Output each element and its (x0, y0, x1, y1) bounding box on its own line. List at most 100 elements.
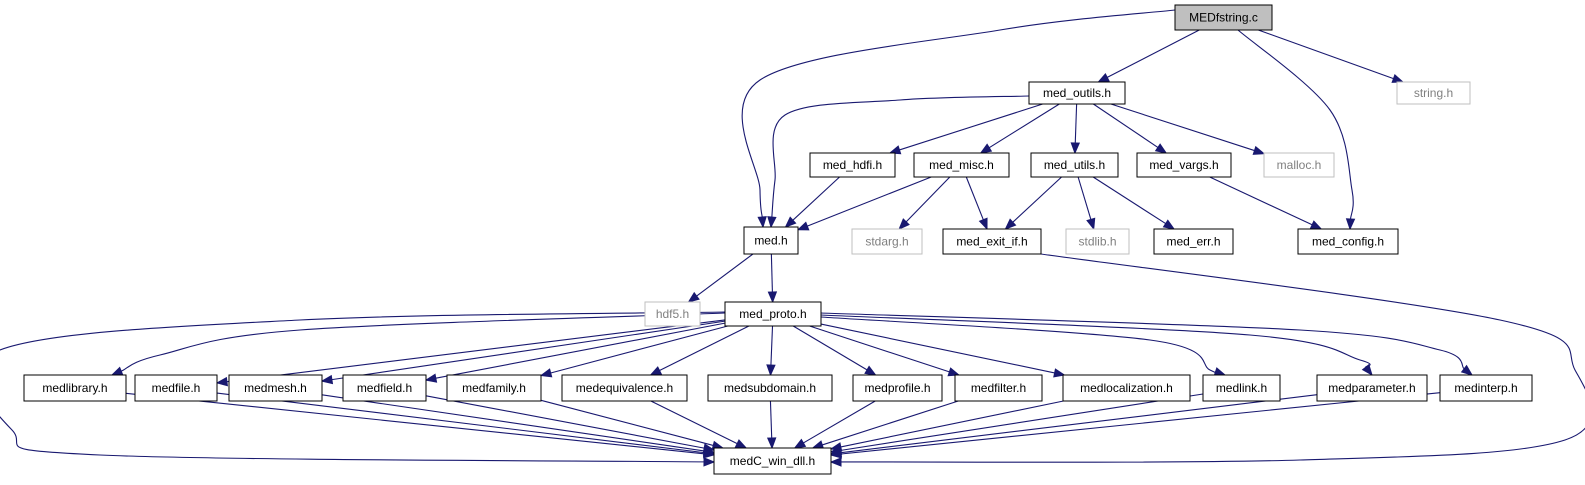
edge-line (331, 320, 726, 381)
edge-med_misc-to-med_exit_if (965, 176, 988, 231)
node-medfamily[interactable]: medfamily.h (446, 374, 542, 402)
node-medlibrary[interactable]: medlibrary.h (23, 374, 127, 402)
node-medinterp[interactable]: medinterp.h (1439, 374, 1533, 402)
edge-arrowhead (829, 457, 842, 467)
edge-line (1012, 176, 1062, 223)
edge-medmesh-to-medC_win_dll (321, 394, 716, 456)
node-label: medparameter.h (1328, 381, 1415, 395)
edge-arrowhead (703, 457, 716, 467)
node-med-outils[interactable]: med_outils.h (1028, 81, 1126, 105)
node-med-config[interactable]: med_config.h (1297, 228, 1399, 255)
edge-line (809, 325, 950, 373)
edge-medprofile-to-medC_win_dll (793, 400, 876, 449)
edge-arrowhead (1309, 220, 1323, 230)
node-box (942, 228, 1042, 255)
edge-arrowhead (1391, 73, 1405, 83)
node-label: med.h (754, 234, 787, 248)
node-box (228, 374, 323, 402)
node-medfstring[interactable]: MEDfstring.c (1174, 4, 1273, 31)
node-label: medfilter.h (971, 381, 1026, 395)
node-box (1030, 152, 1119, 178)
edge-med_proto-to-medlibrary (110, 312, 726, 376)
node-medlocalization[interactable]: medlocalization.h (1062, 374, 1191, 402)
node-box (1396, 81, 1471, 105)
node-label: med_utils.h (1044, 158, 1105, 172)
node-label: stdarg.h (865, 235, 908, 249)
edge-line (226, 319, 726, 383)
edge-arrowhead (649, 366, 663, 376)
node-hdf5: hdf5.h (644, 301, 701, 327)
edge-arrowhead (864, 365, 877, 376)
edge-line (769, 400, 773, 439)
edge-line (550, 325, 728, 374)
edge-med-to-hdf5 (687, 253, 754, 303)
edge-medfamily-to-medC_win_dll (540, 399, 725, 450)
node-medfile[interactable]: medfile.h (134, 374, 218, 402)
node-malloc: malloc.h (1263, 152, 1335, 178)
edge-line (820, 316, 1218, 374)
edge-arrowhead (424, 373, 438, 383)
node-med[interactable]: med.h (743, 226, 799, 255)
edge-line (1092, 176, 1166, 225)
edge-med_proto-to-medlocalization (820, 323, 1066, 378)
edge-arrowhead (978, 217, 988, 231)
edge-arrowhead (767, 291, 778, 304)
edge-med_proto-to-medfilter (809, 325, 961, 377)
node-med-misc[interactable]: med_misc.h (913, 152, 1010, 178)
node-label: medlink.h (1216, 381, 1267, 395)
node-box (644, 301, 701, 327)
node-box (1202, 374, 1281, 402)
node-med-utils[interactable]: med_utils.h (1030, 152, 1119, 178)
edge-arrowhead (1053, 368, 1066, 378)
node-box (342, 374, 427, 402)
node-medprofile[interactable]: medprofile.h (852, 374, 943, 402)
node-medC-win-dll[interactable]: medC_win_dll.h (713, 447, 832, 475)
node-medequivalence[interactable]: medequivalence.h (561, 374, 688, 402)
node-label: stdlib.h (1078, 235, 1116, 249)
node-medparameter[interactable]: medparameter.h (1316, 374, 1428, 402)
edge-line (807, 176, 932, 227)
node-medmesh[interactable]: medmesh.h (228, 374, 323, 402)
node-label: medfamily.h (462, 381, 526, 395)
node-medfilter[interactable]: medfilter.h (954, 374, 1043, 402)
edge-medfstring-to-med_config (1237, 29, 1356, 231)
node-medfield[interactable]: medfield.h (342, 374, 427, 402)
edge-line (820, 312, 1465, 370)
edge-med_proto-to-medC_win_dll (0, 311, 726, 467)
node-box (852, 374, 943, 402)
edge-med_proto-to-medfile (215, 319, 726, 387)
edge-line (905, 176, 951, 223)
edge-medfstring-to-med (741, 9, 1176, 229)
edge-arrowhead (1460, 364, 1474, 376)
edge-line (1209, 176, 1313, 226)
node-label: med_exit_if.h (956, 235, 1027, 249)
node-med-err[interactable]: med_err.h (1153, 228, 1234, 255)
node-med-exit-if[interactable]: med_exit_if.h (942, 228, 1042, 255)
edge-line (803, 400, 876, 444)
node-box (134, 374, 218, 402)
edge-arrowhead (687, 291, 700, 303)
node-box (446, 374, 542, 402)
edge-line (899, 103, 1043, 151)
edge-line (988, 103, 1060, 149)
edge-med_outils-to-med (767, 95, 1030, 229)
node-box (809, 152, 896, 178)
edge-line (659, 325, 750, 372)
edge-line (770, 325, 774, 366)
node-med-vargs[interactable]: med_vargs.h (1136, 152, 1232, 178)
edge-arrowhead (979, 143, 993, 154)
edge-arrowhead (539, 368, 553, 378)
node-medlink[interactable]: medlink.h (1202, 374, 1281, 402)
edge-line (120, 312, 726, 372)
edge-line (1093, 103, 1159, 148)
edge-line (770, 253, 773, 293)
edge-arrowhead (766, 437, 777, 450)
node-med-hdfi[interactable]: med_hdfi.h (809, 152, 896, 178)
node-box (1028, 81, 1126, 105)
node-medsubdomain[interactable]: medsubdomain.h (707, 374, 833, 402)
node-med-proto[interactable]: med_proto.h (724, 301, 822, 327)
node-label: medlocalization.h (1080, 381, 1173, 395)
node-box (1439, 374, 1533, 402)
